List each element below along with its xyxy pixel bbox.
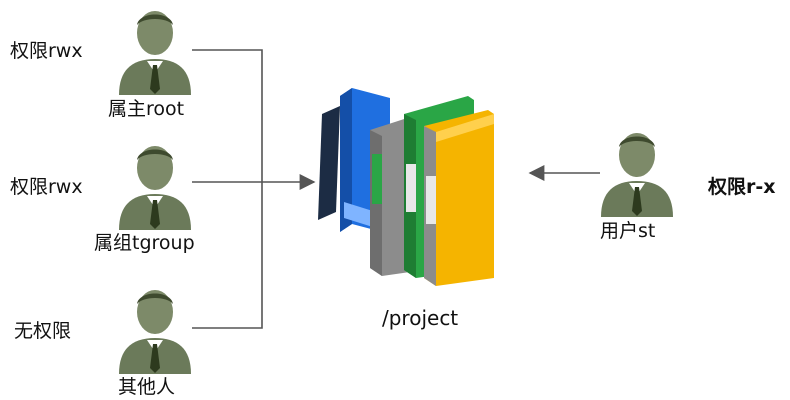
owner-role-label: 属主root	[108, 98, 185, 120]
group-permission-label: 权限rwx	[10, 176, 83, 198]
others-connector	[192, 182, 263, 329]
st-user-icon	[601, 133, 673, 217]
owner-user-icon	[119, 11, 191, 95]
folder-stack-icon	[318, 88, 494, 286]
resource-label: /project	[382, 306, 459, 330]
group-role-label: 属组tgroup	[94, 232, 195, 254]
others-role-label: 其他人	[118, 376, 176, 398]
others-permission-label: 无权限	[14, 320, 72, 342]
others-user-icon	[119, 290, 191, 374]
st-role-label: 用户st	[600, 220, 656, 242]
owner-permission-label: 权限rwx	[10, 40, 83, 62]
group-user-icon	[119, 146, 191, 230]
user-permission-label: 权限r-x	[708, 176, 776, 198]
owner-connector	[192, 49, 263, 182]
